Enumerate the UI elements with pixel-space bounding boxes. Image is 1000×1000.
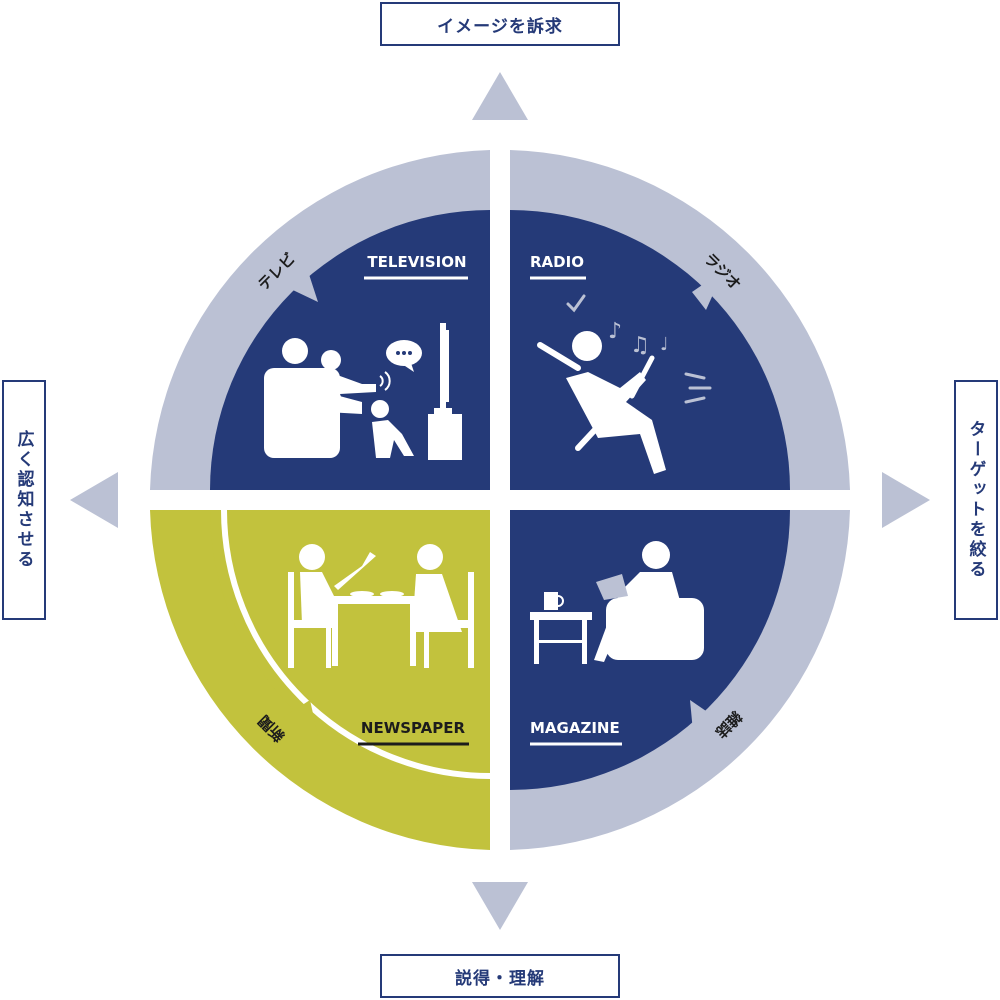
arrow-right-icon bbox=[882, 472, 930, 528]
newspaper-dining-illustration bbox=[288, 544, 474, 668]
newspaper-inner-arc bbox=[221, 509, 491, 779]
axis-label-bottom: 説得・理解 bbox=[380, 954, 620, 998]
magazine-reader-illustration bbox=[530, 541, 704, 664]
quadrant-newspaper bbox=[210, 510, 490, 790]
svg-text:♫: ♫ bbox=[630, 333, 650, 358]
radio-sound-lines-icon bbox=[684, 372, 712, 404]
music-notes-icon: ♪ ♫ ♩ bbox=[608, 319, 669, 358]
title-tv: TELEVISION bbox=[367, 253, 466, 271]
svg-text:♪: ♪ bbox=[608, 319, 622, 344]
ring-arrowhead-newspaper bbox=[282, 700, 318, 736]
radio-check-icon bbox=[566, 294, 586, 313]
ring-arrowhead-magazine bbox=[690, 700, 722, 742]
quadrant-radio bbox=[510, 210, 790, 490]
axis-label-top: イメージを訴求 bbox=[380, 2, 620, 46]
ring-arrowhead-tv bbox=[276, 262, 318, 302]
outer-ring bbox=[150, 150, 850, 850]
ring-segment-radio bbox=[510, 150, 850, 490]
radio-driver-illustration bbox=[537, 331, 666, 474]
title-newspaper: NEWSPAPER bbox=[361, 719, 466, 737]
ring-segment-newspaper bbox=[150, 510, 490, 850]
axis-label-left: 広く認知させる bbox=[2, 380, 46, 620]
arrow-down-icon bbox=[472, 882, 528, 930]
ring-segment-tv bbox=[150, 150, 490, 490]
axis-label-right: ターゲットを絞る bbox=[954, 380, 998, 620]
arrow-up-icon bbox=[472, 72, 528, 120]
title-radio: RADIO bbox=[530, 253, 584, 271]
ring-arrowhead-radio bbox=[692, 270, 724, 310]
tv-family-illustration bbox=[264, 323, 462, 460]
ring-segment-magazine bbox=[510, 510, 850, 850]
svg-text:♩: ♩ bbox=[660, 334, 669, 355]
title-magazine: MAGAZINE bbox=[530, 719, 620, 737]
arrow-left-icon bbox=[70, 472, 118, 528]
